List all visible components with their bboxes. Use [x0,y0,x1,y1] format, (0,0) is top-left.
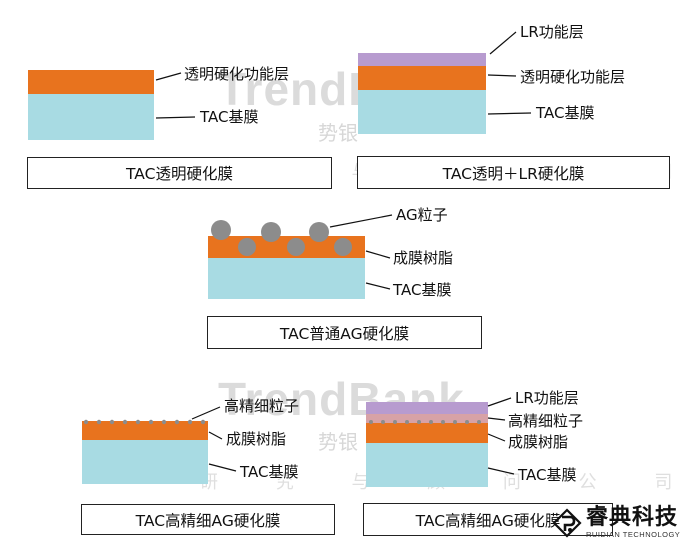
hard-coat-label: 透明硬化功能层 [184,65,290,83]
caption-box: TAC高精细AG硬化膜 [81,504,335,535]
tac-film-layer [82,440,208,484]
caption-box: TAC普通AG硬化膜 [207,316,482,349]
resin-label: 成膜树脂 [508,433,569,451]
caption-box: TAC高精细AG硬化膜 [363,503,613,536]
tac-film-label: TAC基膜 [536,104,595,122]
ag-particle [238,238,256,256]
tac-film-label: TAC基膜 [518,466,577,484]
ag-particles [211,220,352,256]
leader-line [365,282,391,290]
leader-line [487,397,512,407]
logo-name: 睿典科技 [586,505,679,530]
resin-label: 成膜树脂 [226,430,287,448]
fine-particle [83,419,89,425]
tac-film-label: TAC基膜 [393,281,452,299]
leader-line [208,431,223,440]
hard-coat-layer [358,66,486,90]
leader-line [487,417,506,421]
fine-particle [381,420,385,424]
fine-particle [161,419,167,425]
fine-particles [366,414,488,424]
tac-film-layer [358,90,486,134]
tac-film-layer [208,258,365,299]
ruidian-logo-icon [552,507,582,538]
fine-particles-label: 高精细粒子 [508,412,584,430]
fine-particle [187,419,193,425]
watermark-chinese-bottom: 势银 [318,430,358,454]
resin-label: 成膜树脂 [393,249,454,267]
tac-film-label: TAC基膜 [200,108,259,126]
ag-particle [261,222,281,242]
fine-particle [96,419,102,425]
fine-particle [441,420,445,424]
ag-particle [334,238,352,256]
leader-line [489,31,517,55]
leader-line [365,250,391,259]
fine-particle [453,420,457,424]
caption-box: TAC透明＋LR硬化膜 [357,156,670,189]
leader-line [487,74,517,77]
tac-film-layer [28,94,154,140]
fine-particle [405,420,409,424]
leader-line [487,112,532,115]
fine-particle [429,420,433,424]
resin-layer [82,421,208,440]
lr-label: LR功能层 [515,389,579,407]
fine-particle [369,420,373,424]
ruidian-logo: 睿典科技 RUIDIAN TECHNOLOGY [552,506,680,539]
tac-film-layer [366,443,488,487]
leader-line [155,72,182,81]
lr-label: LR功能层 [520,23,584,41]
fine-particle [477,420,481,424]
fine-particle-band [366,414,488,423]
fine-particles [83,419,206,425]
fine-particle [200,419,206,425]
logo-english: RUIDIAN TECHNOLOGY [586,530,681,539]
fine-particle [122,419,128,425]
fine-particle [109,419,115,425]
resin-layer [366,423,488,443]
fine-particle [135,419,141,425]
fine-particle [465,420,469,424]
lr-layer [358,53,486,66]
fine-particle [148,419,154,425]
leader-line [487,433,506,442]
hard-coat-layer [28,70,154,94]
hard-coat-label: 透明硬化功能层 [520,68,626,86]
ag-particles-label: AG粒子 [396,206,448,224]
lr-layer [366,402,488,414]
ag-particle [211,220,231,240]
watermark-chinese-top: 势银 [318,121,358,145]
fine-particle [174,419,180,425]
ag-particle [309,222,329,242]
ag-particle [287,238,305,256]
leader-line [155,116,196,119]
fine-particles-label: 高精细粒子 [224,397,300,415]
fine-particle [393,420,397,424]
fine-particle [417,420,421,424]
tac-film-label: TAC基膜 [240,463,299,481]
caption-box: TAC透明硬化膜 [27,157,332,189]
